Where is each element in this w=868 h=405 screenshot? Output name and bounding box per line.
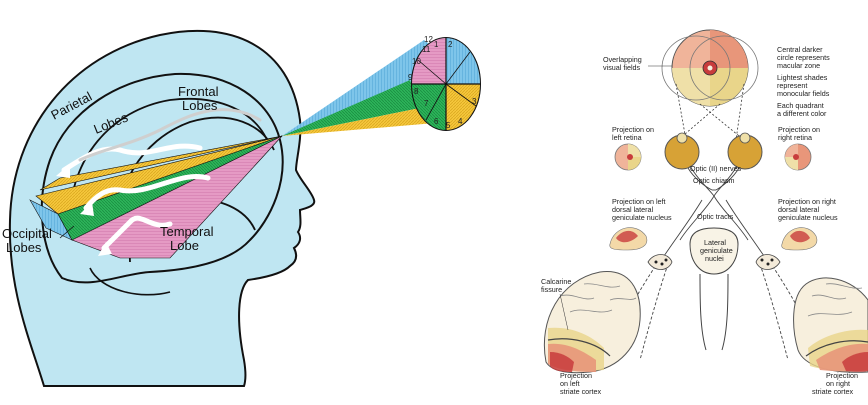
right-lgn-projection [781, 227, 818, 251]
optic-pathways [609, 165, 819, 361]
field-number-2: 2 [448, 40, 453, 49]
right-pathway-diagram: Overlapping visual fields Central darker… [541, 29, 868, 396]
field-number-8: 8 [414, 87, 419, 96]
label-overlapping: Overlapping [603, 55, 642, 64]
label-different-color: a different color [777, 109, 827, 118]
lateral-geniculate-nuclei [647, 254, 781, 270]
left-occipital-cortex [543, 271, 641, 374]
label-projection-left-lgn-2: dorsal lateral [612, 205, 654, 214]
label-projection-left-lgn-1: Projection on left [612, 197, 666, 206]
visual-field-disc: 1 2 3 4 5 6 7 8 9 10 11 12 [408, 35, 481, 131]
left-lgn-projection [609, 227, 648, 251]
projection-dashed-lines [675, 83, 745, 141]
field-number-3: 3 [472, 97, 477, 106]
label-projection-right-lgn-1: Projection on right [778, 197, 836, 206]
label-projection-left-retina-1: Projection on [612, 125, 654, 134]
label-optic-nerves: Optic (II) nerves [690, 164, 742, 173]
arrowhead-lower [98, 242, 112, 256]
left-eye-lens [676, 132, 688, 144]
label-frontal: Frontal [178, 84, 219, 99]
field-number-6: 6 [434, 117, 439, 126]
label-lightest-shades: Lightest shades [777, 73, 828, 82]
right-retina-projection [784, 143, 812, 171]
field-number-7: 7 [424, 99, 429, 108]
arrowhead-middle [80, 202, 94, 216]
field-number-1: 1 [434, 40, 439, 49]
midbrain-outline [689, 227, 739, 275]
label-lateral: Lateral [704, 238, 726, 247]
label-temporal-lobe: Lobe [170, 238, 199, 253]
right-occipital-cortex [793, 277, 868, 373]
arrow-middle [83, 174, 211, 211]
label-projection-right-lgn-2: dorsal lateral [778, 205, 820, 214]
field-number-9: 9 [408, 73, 413, 82]
label-frontal-lobes: Lobes [182, 98, 218, 113]
label-optic-chiasm: Optic chiasm [693, 176, 735, 185]
label-occipital: Occipital [2, 226, 52, 241]
label-projection-left-cortex-2: on left [560, 379, 580, 388]
field-number-11: 11 [422, 45, 431, 54]
label-circle-represents: circle represents [777, 53, 830, 62]
label-geniculate: geniculate [700, 246, 733, 255]
label-fissure: fissure [541, 285, 562, 294]
label-projection-left-cortex-1: Projection [560, 371, 592, 380]
label-calcarine: Calcarine [541, 277, 571, 286]
brainstem-outline [699, 273, 729, 351]
label-projection-left-cortex-3: striate cortex [560, 387, 602, 396]
brain-outer-outline [40, 72, 284, 284]
left-head-diagram: 1 2 3 4 5 6 7 8 9 10 11 12 Fr [2, 29, 481, 387]
label-projection-right-retina-1: Projection on [778, 125, 820, 134]
label-represent: represent [777, 81, 807, 90]
field-number-4: 4 [458, 117, 463, 126]
label-optic-tracts: Optic tracts [697, 212, 734, 221]
label-nuclei: nuclei [705, 254, 724, 263]
label-projection-right-lgn-3: geniculate nucleus [778, 213, 838, 222]
pathway-arrows [61, 108, 262, 251]
overlapping-visual-fields [661, 29, 759, 107]
field-number-10: 10 [412, 57, 421, 66]
arrow-lower [101, 215, 173, 251]
occipital-leader [59, 225, 75, 239]
label-macular-zone: macular zone [777, 61, 820, 70]
field-number-12: 12 [424, 35, 433, 44]
label-projection-right-cortex-2: on right [826, 379, 850, 388]
label-central-darker: Central darker [777, 45, 823, 54]
cerebellum-outline [89, 267, 171, 296]
label-each-quadrant: Each quadrant [777, 101, 824, 110]
label-temporal: Temporal [160, 224, 214, 239]
label-visual-fields: visual fields [603, 63, 641, 72]
left-retina-projection [614, 143, 642, 171]
projection-plane-yellow [39, 135, 283, 191]
label-projection-right-cortex-3: striate cortex [812, 387, 854, 396]
label-projection-left-lgn-3: geniculate nucleus [612, 213, 672, 222]
label-projection-left-retina-2: left retina [612, 133, 642, 142]
label-projection-right-cortex-1: Projection [826, 371, 858, 380]
label-occipital-lobes: Lobes [6, 240, 42, 255]
arrow-gray [78, 108, 262, 162]
label-projection-right-retina-2: right retina [778, 133, 812, 142]
right-eye-lens [739, 132, 751, 144]
calcarine-leader [559, 293, 569, 331]
label-monocular-fields: monocular fields [777, 89, 830, 98]
parietal-lobe-outline [69, 98, 269, 221]
field-cone-green [282, 80, 420, 136]
field-number-5: 5 [446, 121, 451, 130]
arrowhead-upper [56, 164, 70, 178]
